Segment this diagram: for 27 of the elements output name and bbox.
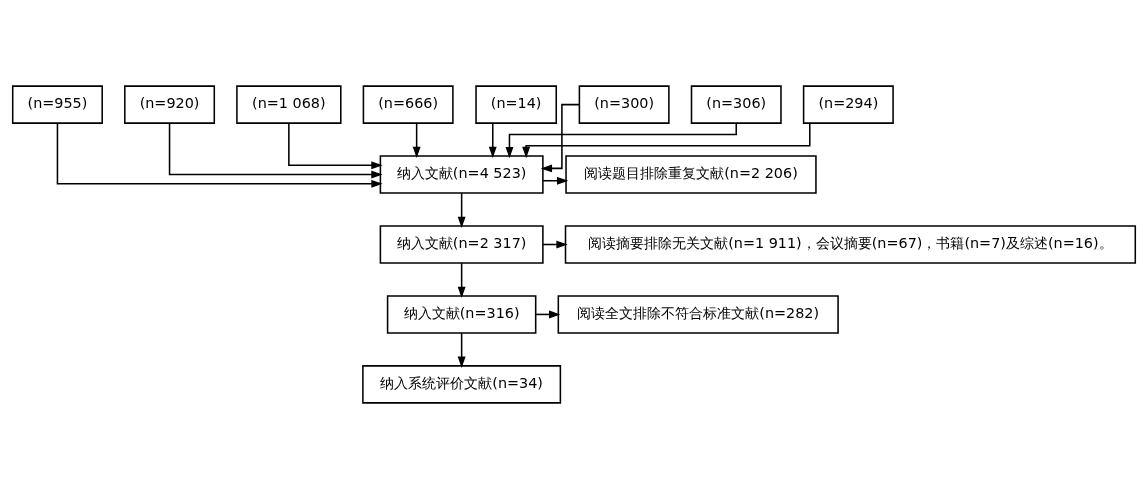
arrow [56,122,383,188]
arrow [457,332,466,368]
arrow [457,192,466,229]
node-box: (n=666) [362,85,454,124]
node-box: (n=14) [475,85,558,124]
arrow [288,122,383,170]
node-box: 纳入系统评价文献(n=34) [362,365,562,404]
node-box: 纳入文献(n=316) [386,295,537,334]
arrow [505,122,737,159]
arrow [522,122,811,159]
node-box: (n=1 068) [236,85,342,124]
node-box: (n=920) [124,85,216,124]
arrow [457,262,466,298]
node-box: (n=300) [578,85,670,124]
node-box: 纳入文献(n=4 523) [379,155,544,194]
arrow [412,122,421,159]
arrow [488,122,497,159]
arrow [540,103,580,173]
node-box: 阅读摘要排除无关文献(n=1 911)，会议摘要(n=67)，书籍(n=7)及综述(n=16)。 [564,225,1137,264]
arrow [542,176,569,185]
arrow [168,122,383,179]
node-box: (n=294) [802,85,894,124]
node-box: 阅读全文排除不符合标准文献(n=282) [557,295,839,334]
node-box: (n=306) [690,85,782,124]
node-box: (n=955) [11,85,103,124]
node-box: 纳入文献(n=2 317) [379,225,544,264]
node-box: 阅读题目排除重复文献(n=2 206) [565,155,817,194]
